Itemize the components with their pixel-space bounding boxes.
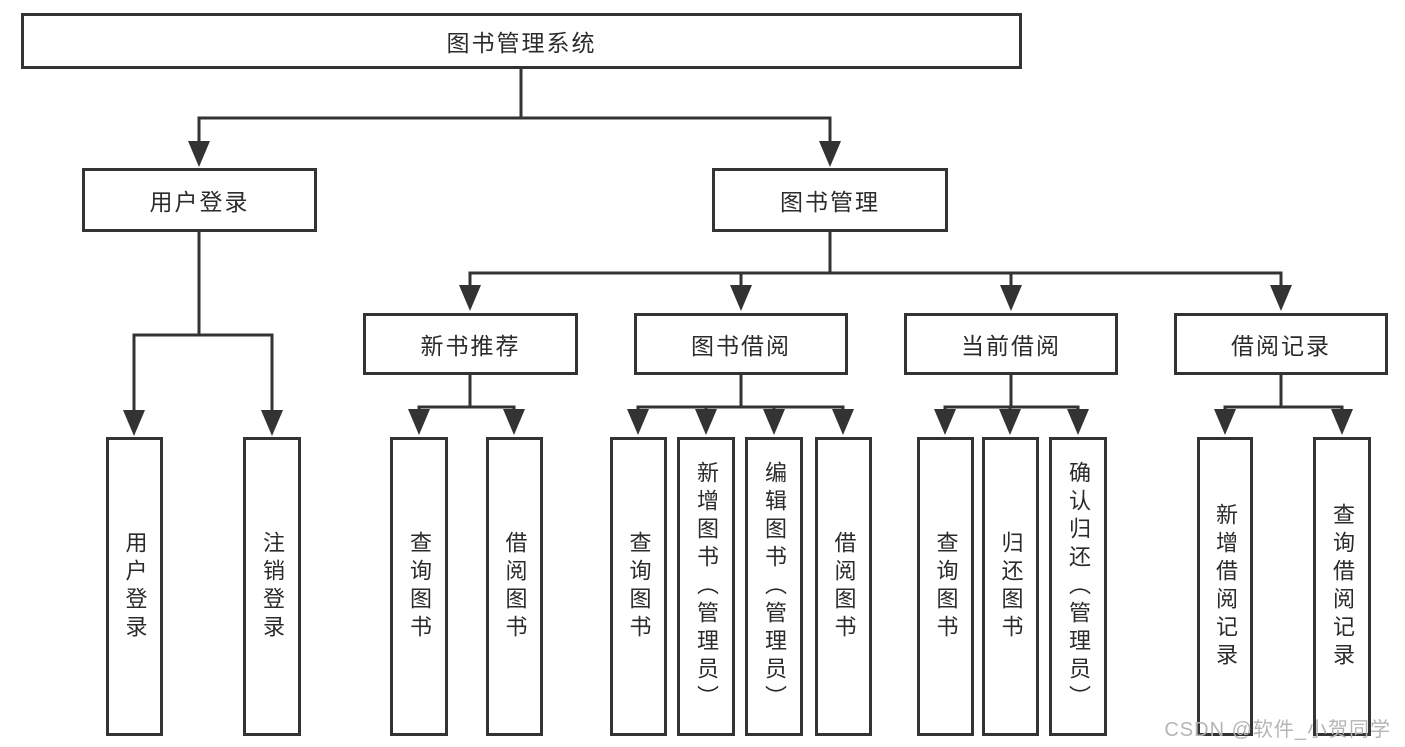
connector-new-books-to-leaves: [417, 373, 516, 414]
arrowhead-icon: [934, 409, 956, 435]
node-new-book-recommend: 新书推荐: [363, 313, 578, 375]
csdn-watermark: CSDN @软件_小贺同学: [1164, 719, 1391, 741]
node-book-borrow: 图书借阅: [634, 313, 848, 375]
node-label: 编辑图书（管理员）: [762, 460, 787, 713]
arrowhead-icon: [1331, 409, 1353, 435]
arrowhead-icon: [123, 410, 145, 436]
leaf-borrow-query-books: 查询图书: [610, 437, 667, 736]
arrowhead-icon: [1270, 285, 1292, 311]
arrowhead-icon: [1067, 409, 1089, 435]
arrowhead-icon: [408, 409, 430, 435]
node-borrow-records: 借阅记录: [1174, 313, 1388, 375]
connector-root-to-level2: [197, 67, 832, 145]
arrowhead-icon: [695, 409, 717, 435]
arrowhead-icon: [832, 409, 854, 435]
leaf-add-book-admin: 新增图书（管理员）: [677, 437, 735, 736]
node-label: 图书管理系统: [446, 30, 597, 56]
connector-book-borrow-to-leaves: [636, 373, 845, 414]
arrowhead-icon: [627, 409, 649, 435]
node-label: 注销登录: [260, 530, 285, 643]
node-label: 借阅图书: [502, 530, 528, 643]
arrowhead-icon: [459, 285, 481, 311]
arrowhead-icon: [730, 285, 752, 311]
node-label: 借阅记录: [1231, 333, 1331, 359]
connector-borrow-records-to-leaves: [1223, 373, 1344, 414]
arrowhead-icon: [999, 409, 1021, 435]
node-label: 确认归还（管理员）: [1066, 460, 1091, 713]
arrowhead-icon: [819, 141, 841, 167]
connector-current-borrow-to-leaves: [943, 373, 1080, 414]
node-label: 新书推荐: [420, 333, 521, 359]
arrowhead-icon: [763, 409, 785, 435]
connector-book-mgmt-to-level3: [468, 230, 1283, 290]
arrowhead-icon: [1000, 285, 1022, 311]
node-user-login: 用户登录: [82, 168, 317, 232]
leaf-borrow-borrow-books: 借阅图书: [815, 437, 872, 736]
leaf-return-books: 归还图书: [982, 437, 1039, 736]
node-label: 当前借阅: [961, 333, 1061, 359]
node-label: 图书借阅: [691, 333, 791, 359]
arrowhead-icon: [1214, 409, 1236, 435]
leaf-confirm-return-admin: 确认归还（管理员）: [1049, 437, 1107, 736]
node-label: 查询图书: [933, 530, 959, 643]
arrowhead-icon: [188, 141, 210, 167]
node-current-borrow: 当前借阅: [904, 313, 1118, 375]
leaf-user-login: 用户登录: [106, 437, 163, 736]
leaf-new-books-query-books: 查询图书: [390, 437, 448, 736]
node-label: 查询图书: [407, 530, 432, 643]
node-label: 用户登录: [149, 189, 250, 215]
node-label: 借阅图书: [831, 530, 857, 643]
node-library-management-system: 图书管理系统: [21, 13, 1022, 69]
leaf-query-borrow-record: 查询借阅记录: [1313, 437, 1371, 736]
node-label: 查询借阅记录: [1330, 502, 1355, 671]
node-book-management: 图书管理: [712, 168, 948, 232]
leaf-edit-book-admin: 编辑图书（管理员）: [745, 437, 803, 736]
leaf-add-borrow-record: 新增借阅记录: [1197, 437, 1253, 736]
node-label: 图书管理: [780, 189, 880, 215]
node-label: 新增借阅记录: [1213, 502, 1238, 671]
leaf-logout-login: 注销登录: [243, 437, 301, 736]
node-label: 用户登录: [122, 530, 148, 643]
arrowhead-icon: [503, 409, 525, 435]
node-label: 新增图书（管理员）: [694, 460, 719, 713]
leaf-new-books-borrow-books: 借阅图书: [486, 437, 543, 736]
arrowhead-icon: [261, 410, 283, 436]
leaf-current-query-books: 查询图书: [917, 437, 974, 736]
connector-user-login-to-leaves: [132, 230, 274, 414]
node-label: 查询图书: [626, 530, 652, 643]
node-label: 归还图书: [998, 530, 1024, 643]
